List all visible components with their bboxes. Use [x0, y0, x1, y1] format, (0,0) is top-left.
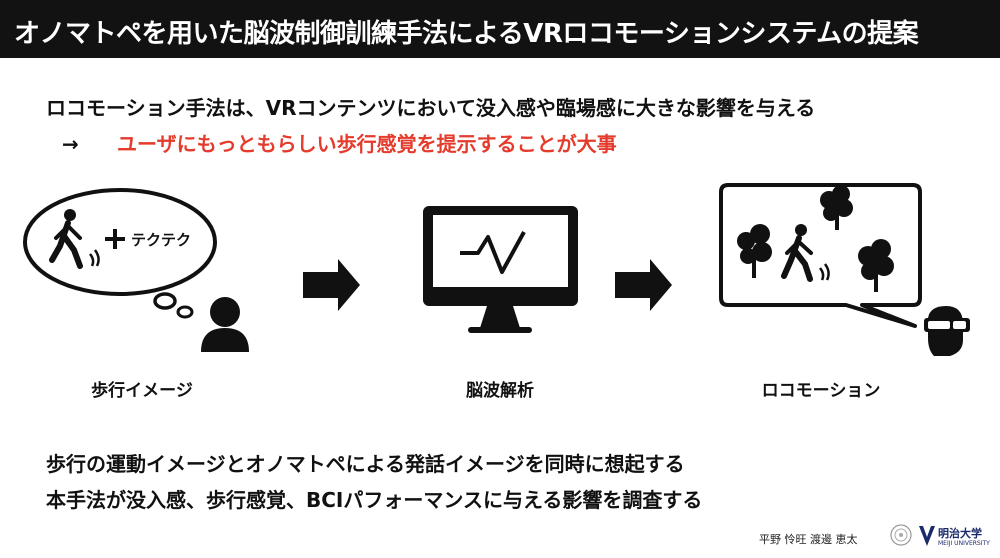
step-label-locomotion: ロコモーション	[761, 381, 881, 401]
plus-icon	[105, 229, 125, 249]
step-label-walking-image: 歩行イメージ	[91, 381, 193, 401]
vr-headset-user-icon	[924, 306, 970, 356]
tree-icon	[820, 185, 853, 230]
intro-line-1: ロコモーション手法は、VRコンテンツにおいて没入感や臨場感に大きな影響を与える	[46, 96, 816, 120]
arrow-glyph: →	[62, 132, 79, 156]
tree-icon	[737, 224, 772, 278]
summary-line-2: 本手法が没入感、歩行感覚、BCIパフォーマンスに与える影響を調査する	[46, 488, 703, 512]
step-label-eeg-analysis: 脳波解析	[466, 381, 534, 401]
right-arrow-icon	[303, 259, 360, 311]
locomotion-diagram: テクテク	[23, 183, 970, 356]
university-seal-icon	[890, 524, 912, 546]
intro-line-2: → ユーザにもっともらしい歩行感覚を提示することが大事	[62, 128, 617, 157]
highlight-text: ユーザにもっともらしい歩行感覚を提示することが大事	[116, 132, 617, 156]
onomatopoeia-text: テクテク	[131, 231, 191, 249]
slide-title: オノマトペを用いた脳波制御訓練手法によるVRロコモーションシステムの提案	[14, 19, 919, 49]
university-name-en: MEIJI UNIVERSITY	[938, 540, 990, 547]
right-arrow-icon	[615, 259, 672, 311]
brainwave-icon	[460, 231, 526, 274]
title-bar: オノマトペを用いた脳波制御訓練手法によるVRロコモーションシステムの提案	[0, 0, 1000, 58]
authors: 平野 怜旺 渡邊 恵太	[759, 533, 858, 546]
user-icon	[201, 297, 249, 352]
tree-icon	[858, 239, 894, 292]
university-name: 明治大学	[938, 527, 982, 540]
university-logo-icon	[919, 526, 935, 546]
walking-person-icon	[781, 224, 830, 282]
summary-line-1: 歩行の運動イメージとオノマトペによる発話イメージを同時に想起する	[46, 452, 685, 476]
walking-person-icon	[49, 209, 100, 269]
speech-bubble-icon	[719, 183, 922, 328]
monitor-icon	[423, 206, 578, 333]
